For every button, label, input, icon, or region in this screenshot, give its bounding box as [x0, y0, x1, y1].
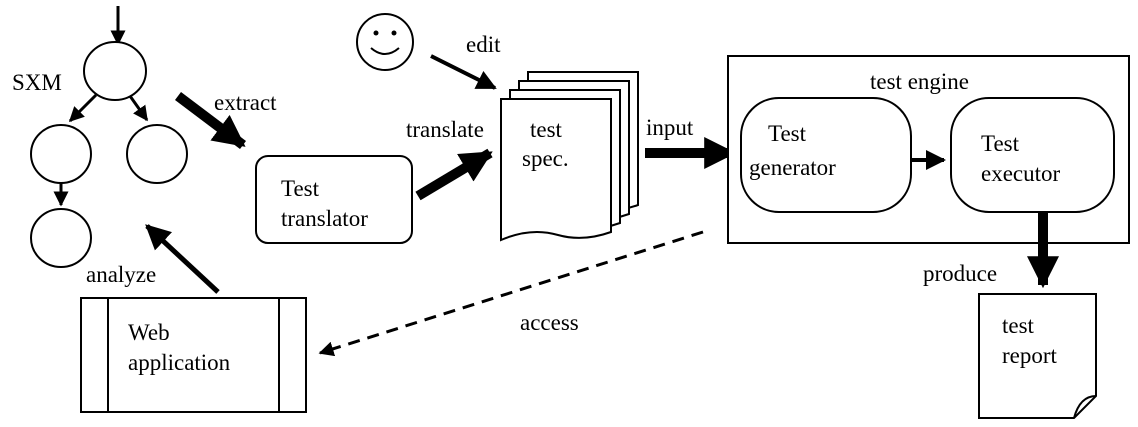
tree-node-root	[83, 41, 147, 101]
smiley-face-icon	[356, 13, 414, 71]
test-spec-line2: spec.	[522, 146, 569, 171]
translate-arrow	[415, 148, 493, 201]
access-label: access	[520, 310, 579, 335]
edit-arrow	[430, 54, 497, 90]
extract-label: extract	[214, 90, 277, 115]
test-spec-line1: test	[530, 117, 563, 142]
tree-edge-root-left	[68, 93, 98, 123]
translate-label: translate	[406, 117, 484, 142]
tree-node-bottom	[30, 208, 92, 268]
web-application-line2: application	[128, 350, 231, 375]
test-report-line1: test	[1002, 313, 1035, 338]
test-generator-line2: generator	[749, 155, 836, 180]
sxm-tree	[30, 6, 188, 268]
web-application-box	[80, 297, 307, 413]
access-arrow	[318, 230, 704, 357]
test-generator-line1: Test	[768, 121, 807, 146]
test-translator-box	[255, 155, 413, 244]
test-executor-line1: Test	[981, 131, 1020, 156]
produce-label: produce	[923, 261, 997, 286]
test-translator-line2: translator	[281, 206, 368, 231]
tree-edge-root-right	[128, 95, 149, 122]
test-spec-documents	[500, 71, 639, 242]
extract-arrow	[174, 92, 247, 149]
test-executor-box	[950, 97, 1115, 213]
tree-node-left	[30, 124, 92, 184]
test-generator-box	[740, 97, 912, 213]
sxm-label: SXM	[12, 70, 62, 95]
test-engine-label: test engine	[870, 69, 969, 94]
test-executor-line2: executor	[981, 161, 1061, 186]
input-label: input	[646, 115, 694, 140]
edit-label: edit	[466, 32, 501, 57]
tree-node-right	[126, 124, 188, 184]
test-translator-line1: Test	[281, 176, 320, 201]
test-report-document	[978, 293, 1097, 419]
test-spec-front-page	[500, 98, 612, 242]
web-application-line1: Web	[128, 320, 170, 345]
analyze-arrow	[145, 224, 220, 294]
analyze-label: analyze	[86, 262, 156, 287]
test-report-line2: report	[1002, 343, 1058, 368]
